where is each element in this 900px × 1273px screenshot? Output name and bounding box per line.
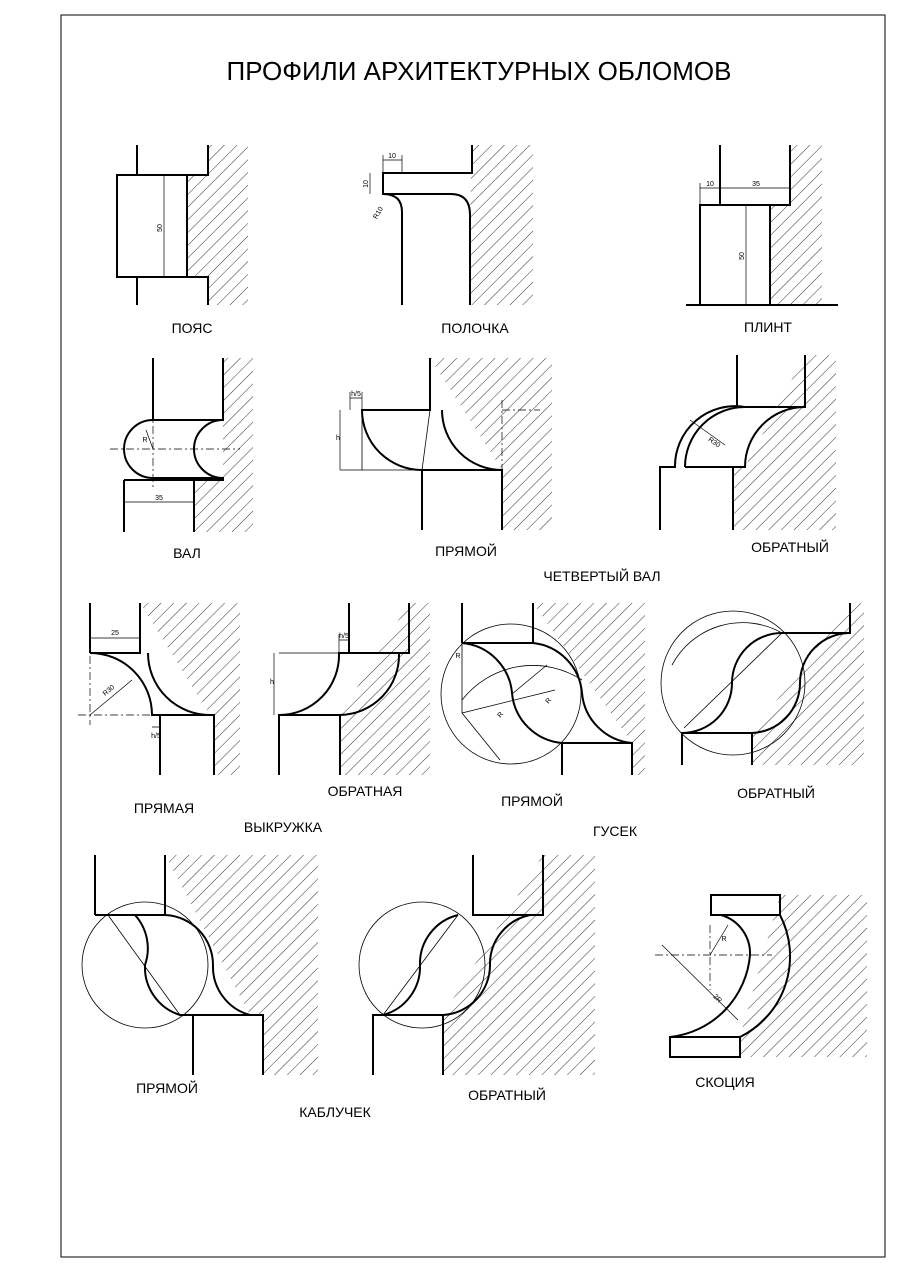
wall-hatch <box>770 145 822 305</box>
profile-vy-pryamaya: 25 R30 h/5 ПРЯМАЯ <box>78 603 240 816</box>
dim-val-r: R <box>142 437 147 444</box>
label-chv-group: ЧЕТВЕРТЫЙ ВАЛ <box>543 567 660 584</box>
dim-pol-h: 10 <box>363 180 370 188</box>
label-vy-pryamaya: ПРЯМАЯ <box>134 800 194 816</box>
dim-gu-r2: R <box>497 711 506 719</box>
label-ka-group: КАБЛУЧЕК <box>299 1104 371 1120</box>
dim-pl-w2: 35 <box>752 181 760 188</box>
label-gu-group: ГУСЕК <box>593 823 638 839</box>
label-polochka: ПОЛОЧКА <box>441 320 509 336</box>
profile-ka-pryamoy: ПРЯМОЙ <box>81 855 318 1096</box>
dim-gu-r1: R <box>455 653 460 660</box>
dim-vy-25: 25 <box>111 630 119 637</box>
sheet-frame <box>60 14 886 1258</box>
profile-plint: 10 35 50 ПЛИНТ <box>686 145 838 335</box>
dim-pol-r: R10 <box>372 206 385 221</box>
dim-vy-r: R30 <box>102 684 116 698</box>
profile-gu-obratny: ОБРАТНЫЙ <box>660 603 864 801</box>
label-chv-pryamoy: ПРЯМОЙ <box>435 542 497 559</box>
wall-hatch <box>165 855 318 1075</box>
dim-vy-h5: h/5 <box>151 733 161 740</box>
profile-poyas: 50 ПОЯС <box>116 145 248 336</box>
label-ka-pryamoy: ПРЯМОЙ <box>136 1079 198 1096</box>
dim-sk-2r: 2R <box>711 993 722 1004</box>
dim-pol-w: 10 <box>388 153 396 160</box>
wall-hatch <box>430 358 552 530</box>
wall-hatch <box>752 603 864 765</box>
wall-hatch <box>470 145 533 305</box>
label-ka-obratny: ОБРАТНЫЙ <box>468 1086 546 1103</box>
dim-poyas-h: 50 <box>157 224 164 232</box>
dim-cv-r: R30 <box>707 436 722 449</box>
profile-chv-obratny: R30 ОБРАТНЫЙ <box>659 355 836 555</box>
dim-cv-h: h <box>336 435 340 442</box>
label-plint: ПЛИНТ <box>744 319 792 335</box>
dim-gu-r3: R <box>545 697 554 705</box>
label-val: ВАЛ <box>173 545 201 561</box>
dim-vo-h5: h/5 <box>339 633 349 640</box>
label-gu-obratny: ОБРАТНЫЙ <box>737 784 815 801</box>
wall-hatch <box>733 355 836 530</box>
wall-hatch <box>140 603 240 775</box>
dim-sk-r: R <box>721 936 726 943</box>
profile-polochka: 10 10 R10 ПОЛОЧКА <box>363 145 533 336</box>
wall-hatch <box>533 603 645 775</box>
wall-hatch <box>340 603 430 775</box>
dim-cv-h5: h/5 <box>351 391 361 398</box>
wall-hatch <box>187 145 248 305</box>
wall-hatch <box>194 358 253 532</box>
label-vy-group: ВЫКРУЖКА <box>244 819 323 835</box>
profile-skotsiya: R 2R СКОЦИЯ <box>655 894 867 1090</box>
label-gu-pryamoy: ПРЯМОЙ <box>501 792 563 809</box>
profile-gu-pryamoy: R R R ПРЯМОЙ <box>440 603 645 809</box>
dim-pl-h: 50 <box>739 252 746 260</box>
dim-vo-h: h <box>270 679 274 686</box>
profile-val: R 35 ВАЛ <box>110 358 253 561</box>
profile-ka-obratny: ОБРАТНЫЙ <box>358 855 595 1103</box>
label-chv-obratny: ОБРАТНЫЙ <box>751 538 829 555</box>
label-vy-obratnaya: ОБРАТНАЯ <box>328 783 403 799</box>
wall-hatch <box>443 855 595 1075</box>
label-skotsiya: СКОЦИЯ <box>695 1074 755 1090</box>
page-title: ПРОФИЛИ АРХИТЕКТУРНЫХ ОБЛОМОВ <box>227 56 732 86</box>
profile-vy-obratnaya: h/5 h ОБРАТНАЯ <box>270 603 430 799</box>
wall-hatch <box>740 895 867 1057</box>
dim-pl-w1: 10 <box>706 181 714 188</box>
label-poyas: ПОЯС <box>172 320 213 336</box>
dim-val-w: 35 <box>155 495 163 502</box>
profile-chv-pryamoy: h/5 h ПРЯМОЙ <box>336 358 552 559</box>
